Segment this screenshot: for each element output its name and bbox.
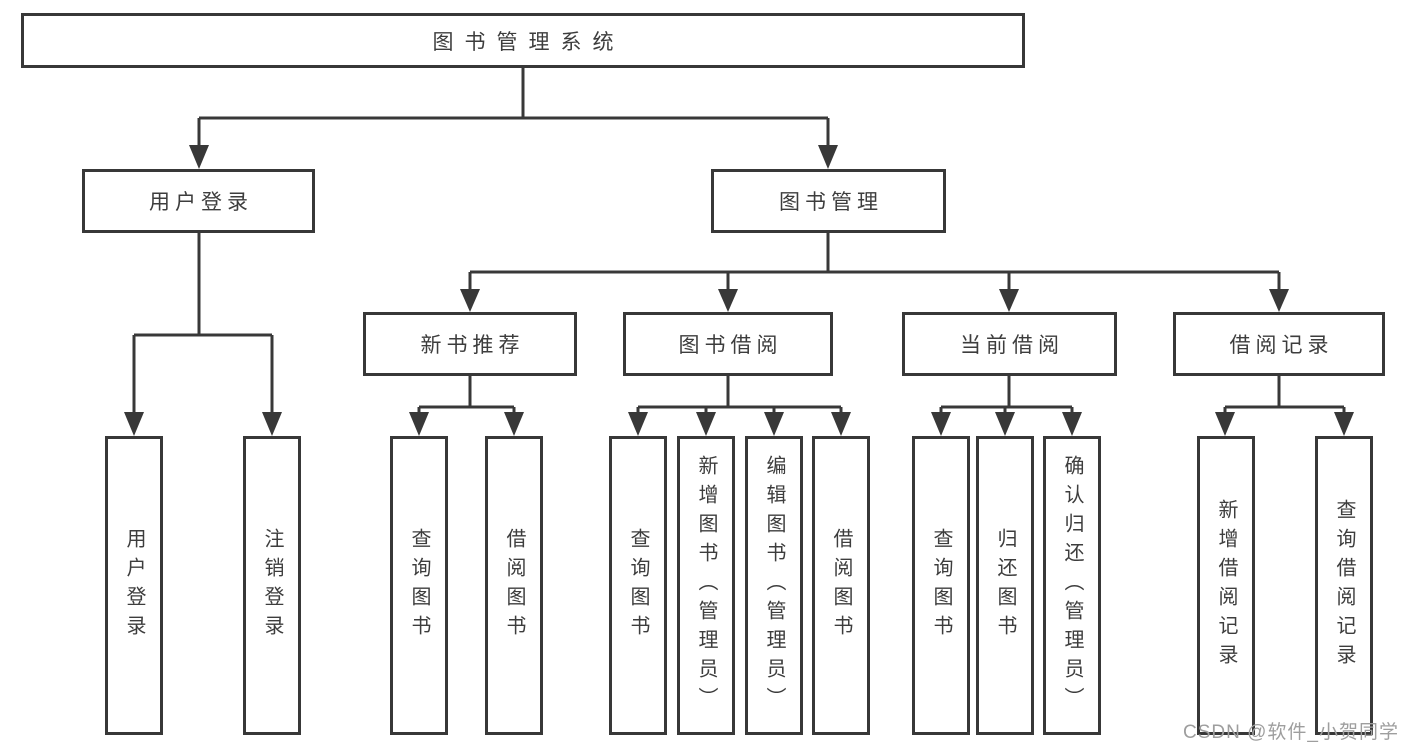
arrow-down-icon [460, 289, 480, 312]
node-new-book-recommend: 新书推荐 [363, 312, 577, 376]
connector-current-borrow-to-leaves [931, 376, 1082, 436]
connector-user-login-to-leaves [124, 233, 282, 436]
leaf-logout: 注销登录 [243, 436, 301, 735]
node-book-borrowing-label: 图书借阅 [678, 334, 783, 357]
node-borrow-records-label: 借阅记录 [1229, 334, 1334, 357]
node-book-borrowing: 图书借阅 [623, 312, 833, 376]
arrow-down-icon [764, 412, 784, 436]
connector-borrow-record-to-leaves [1215, 376, 1354, 436]
node-new-book-recommend-label: 新书推荐 [420, 334, 525, 357]
arrow-down-icon [999, 289, 1019, 312]
node-root-system: 图书管理系统 [21, 13, 1025, 68]
arrow-down-icon [718, 289, 738, 312]
leaf-logout-label: 注销登录 [261, 527, 283, 644]
leaf-current-query-books: 查询图书 [912, 436, 970, 735]
arrow-down-icon [696, 412, 716, 436]
leaf-borrow-query-books-label: 查询图书 [627, 527, 649, 644]
leaf-borrow-books-label: 借阅图书 [830, 527, 852, 644]
leaf-user-login-label: 用户登录 [123, 527, 145, 644]
leaf-add-books-admin-label: 新增图书（管理员） [695, 455, 717, 716]
node-current-borrowing: 当前借阅 [902, 312, 1117, 376]
arrow-down-icon [1269, 289, 1289, 312]
leaf-user-login: 用户登录 [105, 436, 163, 735]
leaf-edit-books-admin: 编辑图书（管理员） [745, 436, 803, 735]
leaf-add-borrow-record-label: 新增借阅记录 [1215, 498, 1237, 673]
arrow-down-icon [189, 145, 209, 169]
leaf-add-borrow-record: 新增借阅记录 [1197, 436, 1255, 735]
leaf-add-books-admin: 新增图书（管理员） [677, 436, 735, 735]
node-borrow-records: 借阅记录 [1173, 312, 1385, 376]
arrow-down-icon [818, 145, 838, 169]
leaf-borrow-books: 借阅图书 [812, 436, 870, 735]
arrow-down-icon [1334, 412, 1354, 436]
connector-root-to-level2 [189, 68, 838, 169]
node-current-borrowing-label: 当前借阅 [960, 334, 1064, 357]
arrow-down-icon [1062, 412, 1082, 436]
node-root-label: 图书管理系统 [432, 30, 625, 54]
arrow-down-icon [124, 412, 144, 436]
leaf-query-borrow-record-label: 查询借阅记录 [1333, 498, 1355, 673]
connector-book-borrow-to-leaves [628, 376, 851, 436]
node-user-login-label: 用户登录 [149, 191, 253, 214]
leaf-query-borrow-record: 查询借阅记录 [1315, 436, 1373, 735]
arrow-down-icon [995, 412, 1015, 436]
connector-new-book-rec-to-leaves [409, 376, 524, 436]
leaf-newrec-query-books-label: 查询图书 [408, 527, 430, 644]
leaf-confirm-return-admin-label: 确认归还（管理员） [1061, 455, 1083, 716]
arrow-down-icon [831, 412, 851, 436]
arrow-down-icon [262, 412, 282, 436]
leaf-return-books-label: 归还图书 [994, 527, 1016, 644]
leaf-current-query-books-label: 查询图书 [930, 527, 952, 644]
connector-book-mgmt-to-level3 [460, 233, 1289, 312]
node-book-management: 图书管理 [711, 169, 946, 233]
arrow-down-icon [504, 412, 524, 436]
arrow-down-icon [1215, 412, 1235, 436]
leaf-return-books: 归还图书 [976, 436, 1034, 735]
arrow-down-icon [628, 412, 648, 436]
node-book-management-label: 图书管理 [779, 191, 883, 214]
leaf-newrec-borrow-books: 借阅图书 [485, 436, 543, 735]
csdn-watermark: CSDN @软件_小贺同学 [1183, 722, 1399, 743]
node-user-login: 用户登录 [82, 169, 315, 233]
arrow-down-icon [931, 412, 951, 436]
leaf-confirm-return-admin: 确认归还（管理员） [1043, 436, 1101, 735]
leaf-newrec-query-books: 查询图书 [390, 436, 448, 735]
leaf-edit-books-admin-label: 编辑图书（管理员） [763, 455, 785, 716]
leaf-borrow-query-books: 查询图书 [609, 436, 667, 735]
arrow-down-icon [409, 412, 429, 436]
leaf-newrec-borrow-books-label: 借阅图书 [503, 527, 525, 644]
